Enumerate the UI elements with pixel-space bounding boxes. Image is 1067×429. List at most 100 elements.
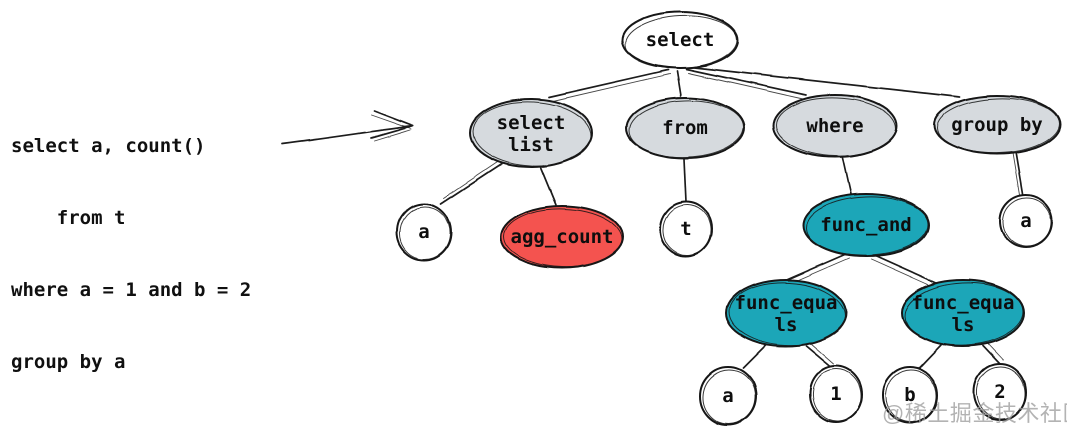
tree-node-where bbox=[772, 94, 898, 158]
edge-select-to-select-list bbox=[548, 69, 669, 98]
node-shape bbox=[999, 194, 1053, 248]
tree-node-t-label: t bbox=[680, 218, 691, 240]
tree-node-from bbox=[625, 97, 745, 159]
tree-node-func-equals-left-label-line1: func_equa bbox=[735, 292, 838, 314]
node-shape-echo bbox=[812, 368, 862, 422]
node-shape bbox=[882, 366, 938, 424]
arrow-barb-down-echo bbox=[373, 129, 411, 142]
node-shape-echo bbox=[936, 98, 1060, 154]
node-shape-echo bbox=[885, 369, 937, 423]
tree-node-select-list-label-line2: list bbox=[508, 134, 554, 156]
tree-node-where-label: where bbox=[806, 115, 863, 137]
node-shape bbox=[802, 193, 930, 257]
node-shape bbox=[469, 98, 593, 168]
edge-echo bbox=[986, 342, 1004, 361]
arrow-barb-up bbox=[373, 110, 414, 127]
node-shape-echo bbox=[662, 204, 712, 256]
arrow-barb-down bbox=[370, 125, 414, 139]
edge-func-equals-left-to-a bbox=[742, 344, 767, 369]
tree-node-2-leaf-label: 2 bbox=[994, 381, 1005, 403]
node-shape-echo bbox=[399, 206, 451, 260]
tree-node-func-equals-right-label-line2: ls bbox=[952, 314, 975, 336]
sql-snippet: select a, count() from t where a = 1 and… bbox=[11, 86, 251, 422]
arrow-shaft bbox=[281, 125, 414, 145]
sql-line: select a, count() bbox=[11, 135, 206, 157]
tree-node-1-leaf-label: 1 bbox=[830, 383, 841, 405]
node-shape bbox=[933, 95, 1061, 155]
tree-node-select-list bbox=[469, 98, 593, 168]
tree-node-func-and-label: func_and bbox=[820, 214, 912, 236]
node-shape-echo bbox=[503, 208, 623, 268]
tree-node-labels: select select list from where group by a… bbox=[418, 29, 1042, 407]
edge-group-by-to-a bbox=[1015, 151, 1024, 195]
edge-select-to-from bbox=[676, 70, 682, 97]
edge-echo bbox=[687, 72, 804, 100]
edge-echo bbox=[552, 73, 671, 102]
node-shape bbox=[901, 279, 1025, 347]
tree-node-func-and bbox=[802, 193, 930, 257]
tree-node-a-group-by-label: a bbox=[1020, 210, 1031, 232]
node-shape-echo bbox=[1002, 197, 1052, 247]
node-shape bbox=[500, 205, 624, 269]
tree-node-a-leaf-label: a bbox=[722, 385, 733, 407]
tree-node-func-equals-left bbox=[725, 279, 847, 347]
tree-node-func-equals-right-label-line1: func_equa bbox=[912, 292, 1015, 314]
tree-node-func-equals-left-label-line2: ls bbox=[775, 314, 798, 336]
tree-node-select bbox=[621, 11, 739, 69]
edge-where-to-func-and bbox=[842, 157, 852, 195]
edge-echo bbox=[443, 160, 500, 199]
tree-node-select-label: select bbox=[646, 29, 715, 51]
tree-edges bbox=[440, 66, 1024, 369]
tree-node-agg-count bbox=[500, 205, 624, 269]
tree-node-b-leaf-label: b bbox=[904, 384, 915, 406]
node-shape bbox=[725, 279, 847, 347]
node-shape-echo bbox=[904, 282, 1024, 346]
tree-node-a-leaf bbox=[699, 366, 757, 426]
sql-line: group by a bbox=[11, 351, 126, 373]
tree-node-2-leaf bbox=[973, 363, 1027, 421]
edge-echo bbox=[1012, 152, 1021, 196]
sql-line: from t bbox=[11, 207, 126, 229]
edge-from-to-t bbox=[683, 158, 687, 203]
node-shape-echo bbox=[702, 369, 756, 425]
edge-func-equals-right-to-2 bbox=[982, 345, 1001, 365]
node-shape-echo bbox=[976, 366, 1026, 420]
arrow-barb-up-echo bbox=[370, 114, 412, 130]
tree-node-t bbox=[659, 201, 713, 257]
arrow bbox=[281, 110, 414, 145]
node-shape bbox=[396, 203, 452, 261]
edge-select-list-to-agg-count bbox=[539, 165, 557, 206]
edge-select-list-to-a bbox=[440, 163, 503, 205]
tree-node-a-group-by bbox=[999, 194, 1053, 248]
tree-node-a-select-list-label: a bbox=[418, 221, 429, 243]
node-shape-echo bbox=[628, 100, 744, 158]
node-shape bbox=[772, 94, 898, 158]
node-shape bbox=[973, 363, 1027, 421]
node-shape-echo bbox=[805, 196, 929, 256]
tree-node-select-list-label-line1: select bbox=[497, 112, 566, 134]
edge-func-and-to-func-equals-right bbox=[873, 254, 944, 287]
node-shape bbox=[659, 201, 713, 257]
tree-node-func-equals-right bbox=[901, 279, 1025, 347]
tree-node-a-select-list bbox=[396, 203, 452, 261]
edge-func-equals-left-to-1 bbox=[805, 345, 832, 368]
edge-echo bbox=[809, 342, 835, 365]
edge-echo bbox=[870, 258, 939, 290]
sql-line: where a = 1 and b = 2 bbox=[11, 279, 252, 301]
watermark: @稀土掘金技术社区 bbox=[882, 401, 1067, 426]
tree-node-b-leaf bbox=[882, 366, 938, 424]
tree-node-group-by bbox=[933, 95, 1061, 155]
edge-func-and-to-func-equals-left bbox=[776, 253, 847, 285]
tree-node-from-label: from bbox=[662, 117, 708, 139]
node-shape-echo bbox=[775, 97, 897, 157]
node-shape bbox=[699, 366, 757, 426]
edge-select-to-group-by bbox=[689, 66, 961, 98]
edge-func-equals-right-to-b bbox=[918, 344, 942, 369]
tree-node-1-leaf bbox=[809, 365, 863, 423]
node-shape-echo bbox=[472, 101, 592, 167]
node-shape bbox=[809, 365, 863, 423]
node-shape bbox=[625, 97, 745, 159]
node-shape-echo bbox=[728, 282, 846, 346]
